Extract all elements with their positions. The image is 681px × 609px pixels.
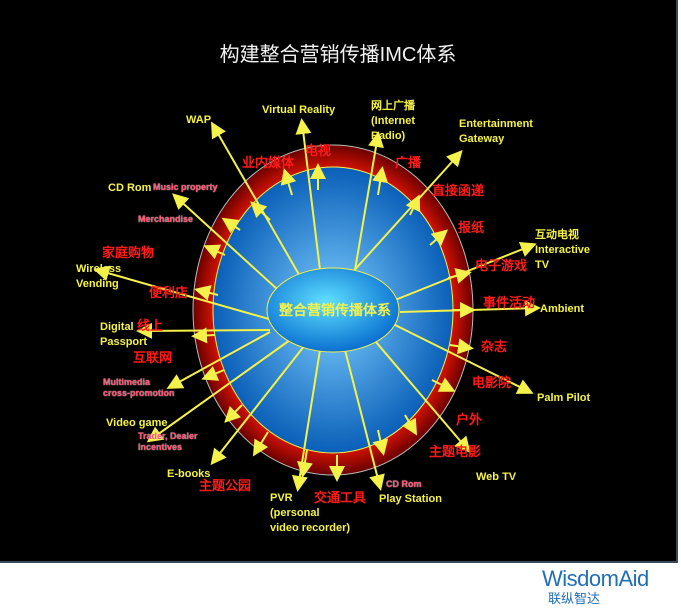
label-virtual-reality: Virtual Reality xyxy=(262,104,336,116)
long-arrow xyxy=(344,349,385,491)
label-palm-pilot: Palm Pilot xyxy=(537,392,591,404)
long-arrow xyxy=(349,150,463,276)
long-arrow xyxy=(384,319,534,394)
label-wap: WAP xyxy=(186,114,212,126)
short-arrow xyxy=(280,168,297,196)
long-arrow xyxy=(369,334,471,454)
short-arrow xyxy=(224,404,243,423)
label-music-property: Music property xyxy=(153,182,218,192)
logo-name: WisdomAid xyxy=(542,566,649,591)
label-cinema: 电影院 xyxy=(472,375,512,390)
label-convenience-store: 便利店 xyxy=(149,285,189,300)
center-label: 整合营销传播体系 xyxy=(279,302,391,318)
short-arrow xyxy=(194,285,219,301)
diagram-canvas: 构建整合营销传播IMC体系 整合营销传播体系 WAP Virtual Reali… xyxy=(0,0,678,563)
label-theme-park: 主题公园 xyxy=(199,478,252,493)
label-multimedia-cross-promotion: Multimedia cross-promotion xyxy=(103,377,175,398)
label-trader-dealer-incentives: Trader, Dealer Incentives xyxy=(138,431,198,452)
label-outdoor: 户外 xyxy=(456,412,483,427)
label-merchandise: Merchandise xyxy=(138,214,194,224)
long-arrow xyxy=(295,118,321,271)
label-industry-media: 业内媒体 xyxy=(242,155,295,170)
label-theme-film: 主题电影 xyxy=(429,444,482,459)
page-title: 构建整合营销传播IMC体系 xyxy=(219,44,457,66)
label-newspaper: 报纸 xyxy=(458,220,485,235)
short-arrow xyxy=(297,449,313,478)
long-arrow xyxy=(146,339,291,443)
long-arrow xyxy=(93,265,291,326)
label-pvr: PVR (personal video recorder) xyxy=(270,492,351,534)
short-arrow xyxy=(221,217,241,234)
long-arrow xyxy=(354,131,384,271)
short-arrow xyxy=(252,431,269,457)
label-video-game: Video game xyxy=(106,417,168,429)
label-e-books: E-books xyxy=(167,468,211,480)
label-home-shopping: 家庭购物 xyxy=(102,245,155,260)
ellipse-diagram xyxy=(93,118,541,492)
short-arrow xyxy=(372,166,389,196)
label-internet-radio: 网上广播 (Internet Radio) xyxy=(371,100,415,142)
label-magazine: 杂志 xyxy=(481,339,508,354)
label-direct-mail: 直接函递 xyxy=(432,183,485,198)
label-digital-passport: Digital Passport xyxy=(100,321,148,348)
short-arrow xyxy=(372,429,389,456)
short-arrow xyxy=(429,229,449,246)
wisdomaid-logo: WisdomAid 联纵智达 xyxy=(542,566,649,607)
label-radio: 广播 xyxy=(395,155,422,170)
short-arrow xyxy=(201,365,225,381)
long-arrow xyxy=(210,344,306,466)
long-arrow xyxy=(166,331,271,389)
logo-subtitle: 联纵智达 xyxy=(548,591,601,606)
label-interactive-tv: 互动电视 Interactive TV xyxy=(535,229,591,271)
label-transport: 交通工具 xyxy=(314,490,367,505)
label-play-station: Play Station xyxy=(379,493,442,505)
short-arrow xyxy=(405,194,421,216)
label-internet: 互联网 xyxy=(133,350,173,365)
label-web-tv: Web TV xyxy=(476,471,517,483)
label-events: 事件活动 xyxy=(483,295,536,310)
short-arrow xyxy=(191,327,216,344)
label-cd-rom: CD Rom xyxy=(108,182,152,194)
short-arrow xyxy=(449,338,474,355)
label-online: 线上 xyxy=(137,318,164,333)
label-wireless-vending: Wireless Vending xyxy=(76,263,122,290)
label-entertainment-gateway: Entertainment Gateway xyxy=(459,118,533,145)
short-arrow xyxy=(431,377,456,392)
short-arrow xyxy=(250,201,271,221)
short-arrow xyxy=(203,244,226,260)
short-arrow xyxy=(402,414,418,436)
label-cd-rom-small: CD Rom xyxy=(386,479,422,489)
label-ambient: Ambient xyxy=(540,303,584,315)
label-electronic-games: 电子游戏 xyxy=(475,258,528,273)
label-tv: 电视 xyxy=(305,143,332,158)
short-arrow xyxy=(447,268,472,284)
center-core xyxy=(266,267,400,353)
